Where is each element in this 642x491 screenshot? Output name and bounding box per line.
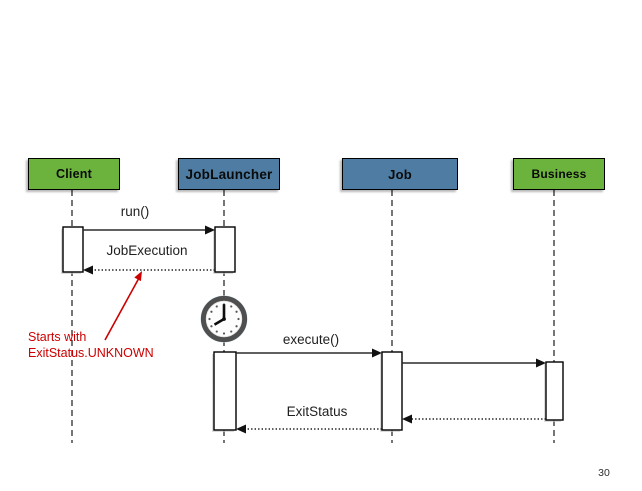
activation-joblauncher-1 — [214, 226, 236, 273]
arrow-job-to-business — [402, 358, 546, 368]
arrowhead-right-icon — [372, 348, 382, 358]
arrowhead-up-icon — [134, 271, 142, 282]
clock-icon — [200, 295, 248, 343]
arrow-exitstatus-return — [236, 424, 382, 434]
message-label-jobexecution: JobExecution — [106, 243, 188, 258]
arrowhead-right-icon — [536, 358, 546, 368]
participant-label: Job — [388, 166, 412, 182]
activation-business — [545, 361, 564, 421]
page-number: 30 — [598, 467, 610, 479]
call-arrows — [83, 225, 546, 368]
annotation-note-line1: Starts with — [28, 330, 87, 344]
participant-label: Client — [56, 167, 92, 181]
participant-job: Job — [342, 158, 458, 190]
arrowhead-left-icon — [402, 414, 412, 424]
note-pointer-arrow — [104, 271, 142, 341]
annotation-note-line2: ExitStatus.UNKNOWN — [28, 346, 154, 360]
message-label-execute: execute() — [282, 332, 340, 347]
arrow-execute — [236, 348, 382, 358]
annotation-note: Starts with ExitStatus.UNKNOWN — [28, 329, 154, 361]
activation-client — [62, 226, 84, 273]
participant-joblauncher: JobLauncher — [178, 158, 280, 190]
participant-business: Business — [513, 158, 605, 190]
arrowhead-left-icon — [83, 265, 93, 275]
return-arrows — [83, 265, 546, 434]
clock-tick-marks — [208, 303, 240, 335]
arrow-business-return — [402, 414, 546, 424]
participant-client: Client — [28, 158, 120, 190]
arrowhead-left-icon — [236, 424, 246, 434]
message-label-run: run() — [120, 204, 150, 219]
participant-label: Business — [531, 167, 587, 181]
activation-job — [381, 351, 403, 431]
arrow-jobexecution-return — [83, 265, 215, 275]
activation-joblauncher-2 — [213, 351, 237, 431]
arrow-run — [83, 225, 215, 235]
arrowhead-right-icon — [205, 225, 215, 235]
participant-label: JobLauncher — [185, 166, 273, 182]
activation-bars — [62, 226, 564, 431]
message-label-exitstatus: ExitStatus — [286, 404, 348, 419]
